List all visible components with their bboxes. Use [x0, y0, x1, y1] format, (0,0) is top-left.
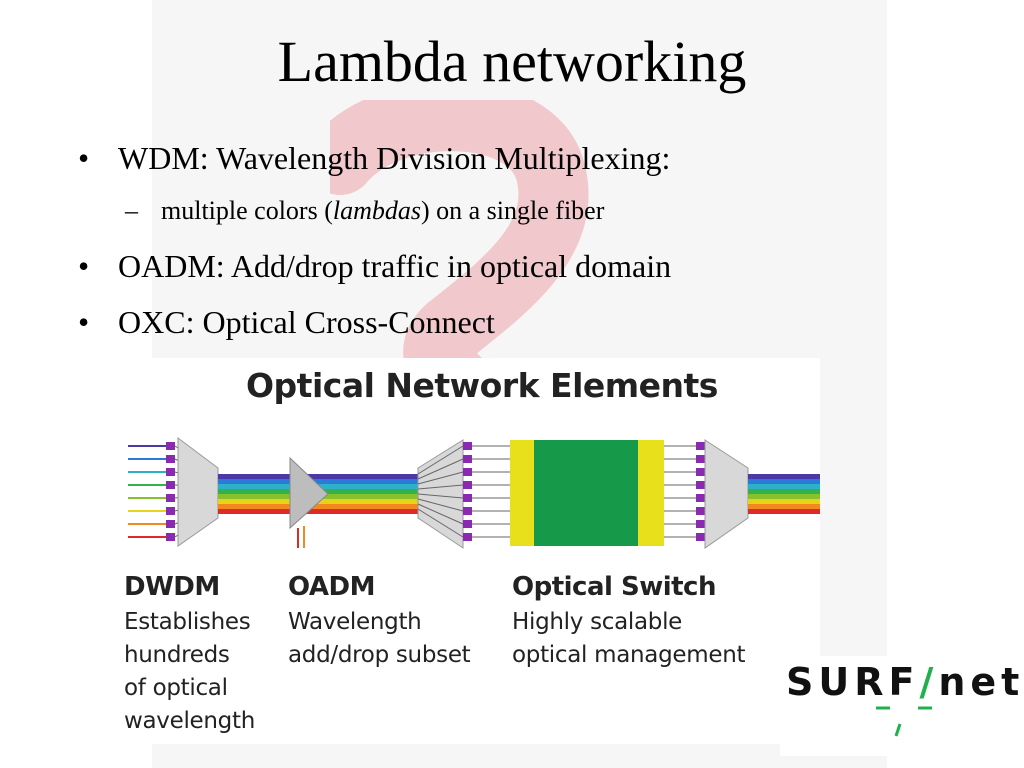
bullet-marker: • [78, 304, 90, 340]
subbullet-italic: lambdas [332, 196, 421, 225]
label-oadm-desc-2: add/drop subset [288, 642, 471, 668]
subbullet-marker: – [125, 196, 138, 225]
label-dwdm-desc-1: Establishes [124, 609, 251, 635]
fiber-connector [463, 494, 472, 502]
demux-line [417, 508, 464, 538]
fiber-connector [166, 494, 175, 502]
switch-core [534, 440, 638, 546]
fiber-connector [696, 481, 705, 489]
fiber-connector [166, 468, 175, 476]
output-beam [748, 509, 820, 514]
fiber-connector [463, 520, 472, 528]
label-dwdm-desc-3: of optical [124, 675, 228, 701]
bullet-oxc: • OXC: Optical Cross-Connect [78, 304, 495, 341]
switch-left-panel [510, 440, 534, 546]
logo-letters: SURF [786, 660, 920, 704]
surfnet-logo: SURF/net [780, 656, 1020, 756]
demux-line [417, 498, 464, 512]
demux-line [417, 503, 464, 525]
bullet-marker: • [78, 140, 90, 176]
optical-elements-diagram [128, 437, 820, 549]
fiber-connector [696, 442, 705, 450]
dwdm-funnel [177, 437, 219, 547]
logo-suffix: net [938, 660, 1024, 704]
multiplexed-beam [218, 474, 418, 479]
fiber-connector [166, 533, 175, 541]
label-oadm-desc-1: Wavelength [288, 609, 422, 635]
label-switch-desc-1: Highly scalable [512, 609, 683, 635]
logo-slash: / [919, 660, 939, 704]
fiber-connector [696, 507, 705, 515]
multiplexed-beam [218, 479, 418, 484]
fiber-connector [166, 507, 175, 515]
optical-network-figure: Optical Network Elements DWDM Establishe… [118, 358, 820, 744]
output-beam [748, 494, 820, 499]
label-dwdm-desc-4: wavelength [124, 708, 255, 734]
output-beam [748, 499, 820, 504]
label-switch-name: Optical Switch [512, 572, 716, 602]
fiber-connector [696, 455, 705, 463]
multiplexed-beam [218, 504, 418, 509]
demux-line [417, 458, 464, 480]
multiplexed-beam [218, 509, 418, 514]
slide-title: Lambda networking [277, 29, 747, 94]
subbullet-lambdas: –multiple colors (lambdas) on a single f… [125, 196, 604, 226]
fiber-connector [696, 494, 705, 502]
fiber-connector [696, 533, 705, 541]
fiber-connector [463, 481, 472, 489]
switch-right-panel [638, 440, 664, 546]
fiber-connector [166, 481, 175, 489]
bullet-text: OXC: Optical Cross-Connect [118, 304, 495, 340]
fiber-connector [696, 468, 705, 476]
fiber-connector [463, 442, 472, 450]
output-beam [748, 474, 820, 479]
label-dwdm-desc-2: hundreds [124, 642, 230, 668]
fiber-connector [166, 520, 175, 528]
output-beam [748, 489, 820, 494]
mux-funnel [704, 439, 749, 549]
fiber-connector [696, 520, 705, 528]
label-dwdm: DWDM Establishes hundreds of optical wav… [124, 572, 255, 738]
bullet-wdm: • WDM: Wavelength Division Multiplexing: [78, 140, 670, 177]
oadm-element [289, 456, 329, 530]
output-beam [748, 504, 820, 509]
fiber-connector [463, 468, 472, 476]
figure-title: Optical Network Elements [246, 366, 718, 405]
demux-line [417, 471, 464, 485]
label-dwdm-name: DWDM [124, 572, 220, 602]
fiber-connector [463, 455, 472, 463]
fiber-connector [463, 507, 472, 515]
label-switch-desc-2: optical management [512, 642, 746, 668]
subbullet-text-after: ) on a single fiber [420, 196, 605, 225]
surfnet-logo-text: SURF/net [786, 660, 1024, 704]
demux-line [417, 493, 464, 499]
logo-accent-marks [876, 706, 932, 737]
fiber-connector [166, 455, 175, 463]
output-beam [748, 479, 820, 484]
bullet-text: OADM: Add/drop traffic in optical domain [118, 248, 672, 284]
fiber-connector [166, 442, 175, 450]
demux-line [417, 445, 464, 475]
label-oadm: OADM Wavelength add/drop subset [288, 572, 471, 672]
subbullet-text-before: multiple colors ( [161, 196, 333, 225]
fiber-connector [463, 533, 472, 541]
bullet-marker: • [78, 248, 90, 284]
bullet-oadm: • OADM: Add/drop traffic in optical domai… [78, 248, 671, 285]
bullet-text: WDM: Wavelength Division Multiplexing: [118, 140, 671, 176]
output-beam [748, 484, 820, 489]
demux-funnel [417, 439, 464, 549]
label-oadm-name: OADM [288, 572, 375, 602]
label-optical-switch: Optical Switch Highly scalable optical m… [512, 572, 746, 672]
demux-line [417, 484, 464, 490]
